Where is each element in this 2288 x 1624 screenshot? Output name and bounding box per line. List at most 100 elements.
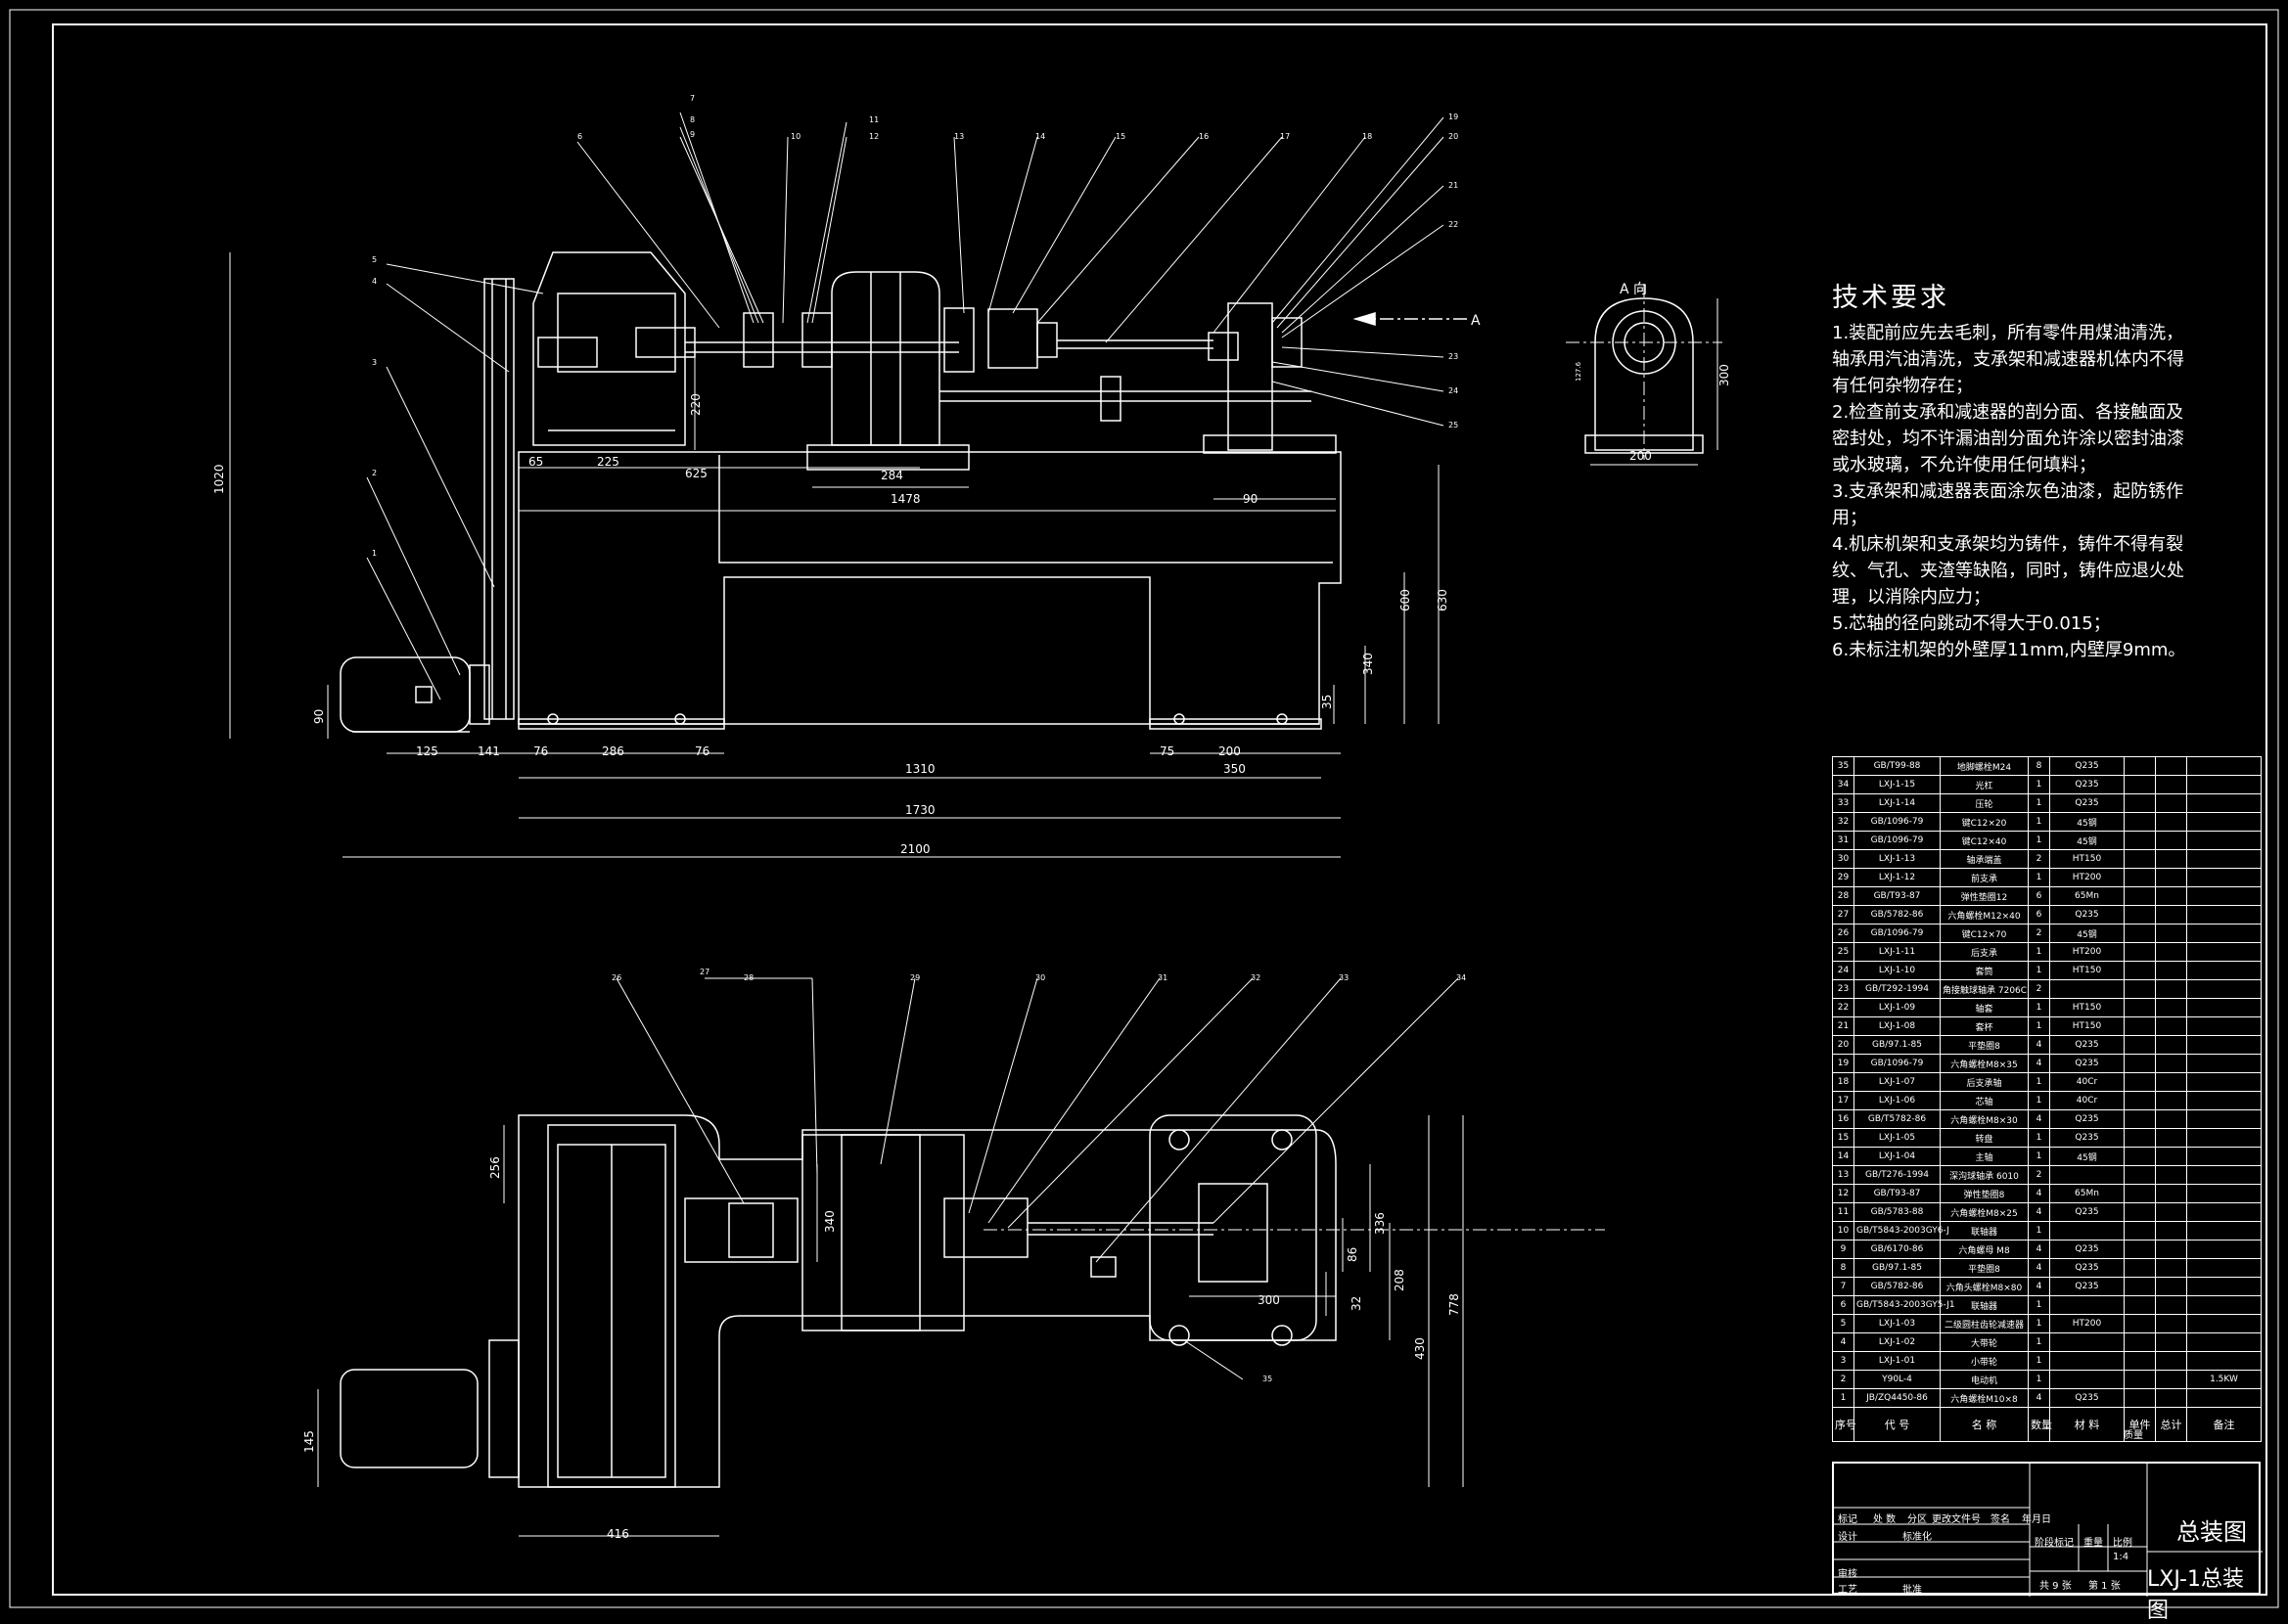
callout-15: 15	[1116, 132, 1125, 141]
callout-19: 19	[1448, 113, 1458, 121]
bom-cell: Q235	[2049, 1202, 2125, 1222]
front-dim-lines	[229, 252, 1440, 858]
bom-cell: HT200	[2049, 942, 2125, 962]
bom-cell: Q235	[2049, 1388, 2125, 1408]
tb-scale: 1:4	[2113, 1552, 2129, 1562]
bom-cell: 套杯	[1940, 1016, 2029, 1036]
bom-cell: 4	[2028, 1388, 2050, 1408]
bom-cell: 23	[1832, 979, 1854, 999]
bom-cell	[2186, 1128, 2262, 1148]
bom-cell: 小带轮	[1940, 1351, 2029, 1371]
bom-cell: 31	[1832, 831, 1854, 850]
dim-65: 65	[528, 455, 543, 469]
bom-cell: 19	[1832, 1054, 1854, 1073]
bom-cell: 1.5KW	[2186, 1370, 2262, 1389]
dim-200: 200	[1218, 744, 1241, 758]
bom-cell	[2186, 1314, 2262, 1333]
bom-cell	[2124, 868, 2156, 887]
bom-cell: 二级圆柱齿轮减速器	[1940, 1314, 2029, 1333]
bom-cell: 前支承	[1940, 868, 2029, 887]
bom-cell: 1	[2028, 1351, 2050, 1371]
bom-cell: 4	[2028, 1054, 2050, 1073]
bom-cell: 8	[1832, 1258, 1854, 1278]
bom-cell: 28	[1832, 886, 1854, 906]
tb-label: 设计	[1838, 1532, 1857, 1543]
bom-cell: Q235	[2049, 793, 2125, 813]
bom-cell: 弹性垫圈12	[1940, 886, 2029, 906]
bom-cell	[2155, 1165, 2187, 1185]
front-dimension-labels: 1020 220 65 225 625 284 1478 90 600 630 …	[212, 313, 1481, 856]
tb-label: 比例	[2113, 1538, 2132, 1549]
title-block: 标记 处 数 分区 更改文件号 签名 年月日 设计 标准化 审核 工艺 批准 阶…	[1832, 1462, 2263, 1623]
bom-cell: 4	[2028, 1109, 2050, 1129]
bom-cell: LXJ-1-12	[1853, 868, 1941, 887]
callout-1: 1	[372, 549, 377, 558]
bom-cell: 电动机	[1940, 1370, 2029, 1389]
bom-cell: 1	[2028, 831, 2050, 850]
bom-cell: 3	[1832, 1351, 1854, 1371]
bom-cell	[2124, 775, 2156, 794]
callout-5: 5	[372, 255, 377, 264]
bom-header-cell: 材 料	[2049, 1407, 2125, 1442]
bom-cell: 弹性垫圈8	[1940, 1184, 2029, 1203]
bom-cell	[2186, 998, 2262, 1017]
bom-cell: LXJ-1-06	[1853, 1091, 1941, 1110]
bom-cell: 1	[2028, 1332, 2050, 1352]
bom-cell	[2186, 1202, 2262, 1222]
bom-cell: Q235	[2049, 1258, 2125, 1278]
bom-cell	[2186, 1072, 2262, 1092]
bom-cell	[2155, 793, 2187, 813]
bom-cell: LXJ-1-13	[1853, 849, 1941, 869]
bom-cell: 1	[2028, 1128, 2050, 1148]
bom-cell	[2155, 1258, 2187, 1278]
bom-cell	[2155, 1314, 2187, 1333]
front-view	[340, 251, 1468, 733]
tech-req-line: 1.装配前应先去毛刺，所有零件用煤油清洗，	[1832, 323, 2184, 343]
bom-cell: 轴承端盖	[1940, 849, 2029, 869]
bom-cell: 34	[1832, 775, 1854, 794]
bom-cell: 29	[1832, 868, 1854, 887]
bom-cell	[2186, 1351, 2262, 1371]
bom-cell	[2124, 905, 2156, 925]
dim-350: 350	[1223, 762, 1246, 776]
callout-11: 11	[869, 115, 879, 124]
dim-225: 225	[597, 455, 619, 469]
bom-cell: 1	[2028, 1370, 2050, 1389]
bom-cell: 1	[2028, 1295, 2050, 1315]
dim-90-b: 90	[312, 709, 326, 724]
bom-cell: 1	[2028, 1072, 2050, 1092]
bom-cell: 2	[2028, 849, 2050, 869]
bom-cell: 13	[1832, 1165, 1854, 1185]
bom-header-cell: 数量	[2028, 1407, 2052, 1442]
bom-header-cell: 备注	[2186, 1407, 2262, 1442]
bom-cell	[2124, 1388, 2156, 1408]
bom-cell: LXJ-1-01	[1853, 1351, 1941, 1371]
bom-cell	[2186, 886, 2262, 906]
bom-cell	[2049, 1295, 2125, 1315]
callout-18: 18	[1362, 132, 1372, 141]
bom-cell	[2155, 1370, 2187, 1389]
dim-286: 286	[602, 744, 624, 758]
bom-cell	[2124, 886, 2156, 906]
tb-label: 年月日	[2022, 1514, 2051, 1525]
bom-cell: 键C12×40	[1940, 831, 2029, 850]
dim-625: 625	[685, 467, 708, 480]
bom-cell: Q235	[2049, 1054, 2125, 1073]
bom-cell	[2186, 1091, 2262, 1110]
bom-cell	[2124, 849, 2156, 869]
drawing-code: LXJ-1总装图	[2147, 1567, 2244, 1623]
bom-cell	[2186, 756, 2262, 776]
callout-21: 21	[1448, 181, 1458, 190]
bom-cell: 25	[1832, 942, 1854, 962]
bom-cell: GB/T93-87	[1853, 886, 1941, 906]
bom-cell: 22	[1832, 998, 1854, 1017]
bom-cell: LXJ-1-04	[1853, 1147, 1941, 1166]
